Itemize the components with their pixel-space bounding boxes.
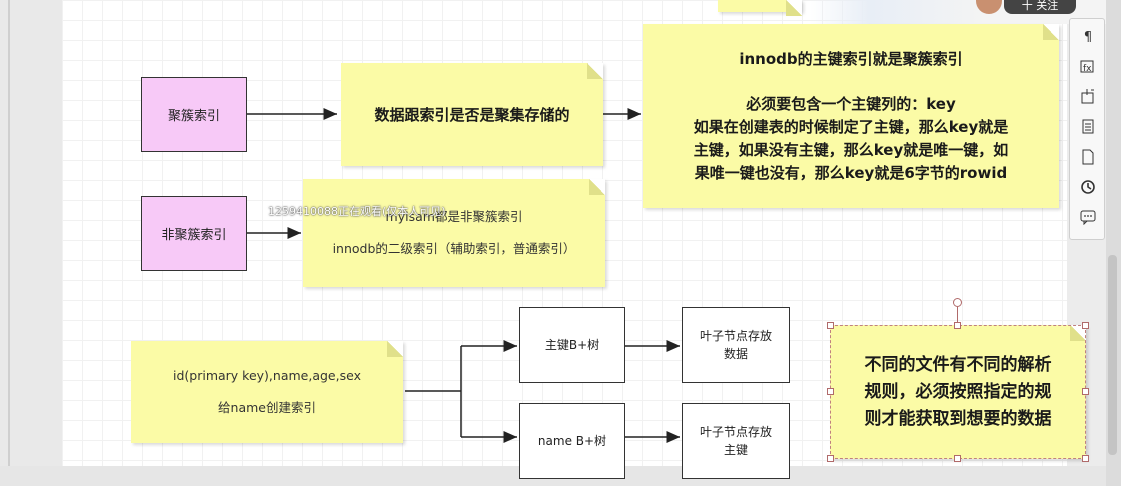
parse-note-line3: 则才能获取到想要的数据 [864,408,1052,429]
clustered-index-box[interactable]: 聚簇索引 [141,77,247,152]
resize-handle-ne[interactable] [1082,322,1089,329]
rotate-handle[interactable] [953,298,962,307]
rotate-stem [957,307,958,325]
leaf-stores-key-box[interactable]: 叶子节点存放 主键 [682,403,790,479]
storage-note-text: 数据跟索引是否是聚集存储的 [374,106,570,124]
innodb-note-line4: 果唯一键也没有，那么key就是6字节的rowid [694,163,1008,182]
resize-handle-e[interactable] [1082,388,1089,395]
history-icon[interactable] [1078,177,1098,197]
innodb-note-line1: 必须要包含一个主键列的：key [746,94,956,113]
non-clustered-note[interactable]: myisam都是非聚簇索引 innodb的二级索引（辅助索引，普通索引） [303,179,605,287]
function-icon[interactable]: fx [1078,57,1098,77]
leaf-stores-data-box[interactable]: 叶子节点存放 数据 [682,307,790,383]
parse-note-line1: 不同的文件有不同的解析 [864,354,1052,375]
name-btree-label: name B+树 [537,434,607,448]
resize-handle-se[interactable] [1082,455,1089,462]
primary-key-btree-label: 主键B+树 [544,338,600,352]
innodb-clustered-note[interactable]: innodb的主键索引就是聚簇索引 必须要包含一个主键列的：key 如果在创建表… [643,24,1059,208]
storage-note[interactable]: 数据跟索引是否是聚集存储的 [341,63,603,166]
pages-icon[interactable] [1078,117,1098,137]
scrollbar-thumb[interactable] [1108,255,1117,455]
resize-handle-nw[interactable] [827,322,834,329]
viewer-watermark: 1259410088正在观看(仅本人可见) [268,205,446,218]
resize-handle-n[interactable] [954,322,961,329]
right-toolbar: ¶ fx [1069,18,1105,240]
resize-handle-w[interactable] [827,388,834,395]
primary-key-btree-box[interactable]: 主键B+树 [519,307,625,383]
leaf-key-line1: 叶子节点存放 [699,425,772,439]
avatar[interactable] [976,0,1002,14]
svg-text:fx: fx [1083,64,1092,74]
left-margin [0,0,62,486]
follow-badge[interactable]: 十 关注 [1004,0,1076,14]
table-definition-note[interactable]: id(primary key),name,age,sex 给name创建索引 [131,341,403,443]
non-clustered-note-line2: innodb的二级索引（辅助索引，普通索引） [332,241,576,256]
non-clustered-note-line1: myisam都是非聚簇索引 [385,209,523,224]
selection-outline [830,325,1086,459]
table-note-line1: id(primary key),name,age,sex [173,368,361,383]
non-clustered-index-label: 非聚簇索引 [161,228,227,243]
parse-note-line2: 规则，必须按照指定的规 [864,381,1052,402]
leaf-key-line2: 主键 [723,443,748,457]
non-clustered-index-box[interactable]: 非聚簇索引 [141,196,247,271]
resize-handle-sw[interactable] [827,455,834,462]
leaf-data-line1: 叶子节点存放 [699,329,772,343]
leaf-data-line2: 数据 [723,347,748,361]
innodb-note-line3: 主键，如果没有主键，那么key就是唯一键，如 [693,140,1009,159]
clustered-index-label: 聚簇索引 [167,109,220,124]
innodb-note-line2: 如果在创建表的时候制定了主键，那么key就是 [693,117,1009,136]
vertical-scrollbar[interactable] [1106,0,1121,486]
format-icon[interactable]: ¶ [1083,29,1093,45]
comment-icon[interactable] [1078,207,1098,227]
document-icon[interactable] [1078,147,1098,167]
top-cut-note[interactable] [718,0,802,16]
resize-handle-s[interactable] [954,455,961,462]
innodb-note-title: innodb的主键索引就是聚簇索引 [739,49,963,68]
insert-icon[interactable] [1078,87,1098,107]
parse-rules-note[interactable]: 不同的文件有不同的解析 规则，必须按照指定的规 则才能获取到想要的数据 [830,325,1086,459]
table-note-line2: 给name创建索引 [218,400,316,415]
name-btree-box[interactable]: name B+树 [519,403,625,479]
